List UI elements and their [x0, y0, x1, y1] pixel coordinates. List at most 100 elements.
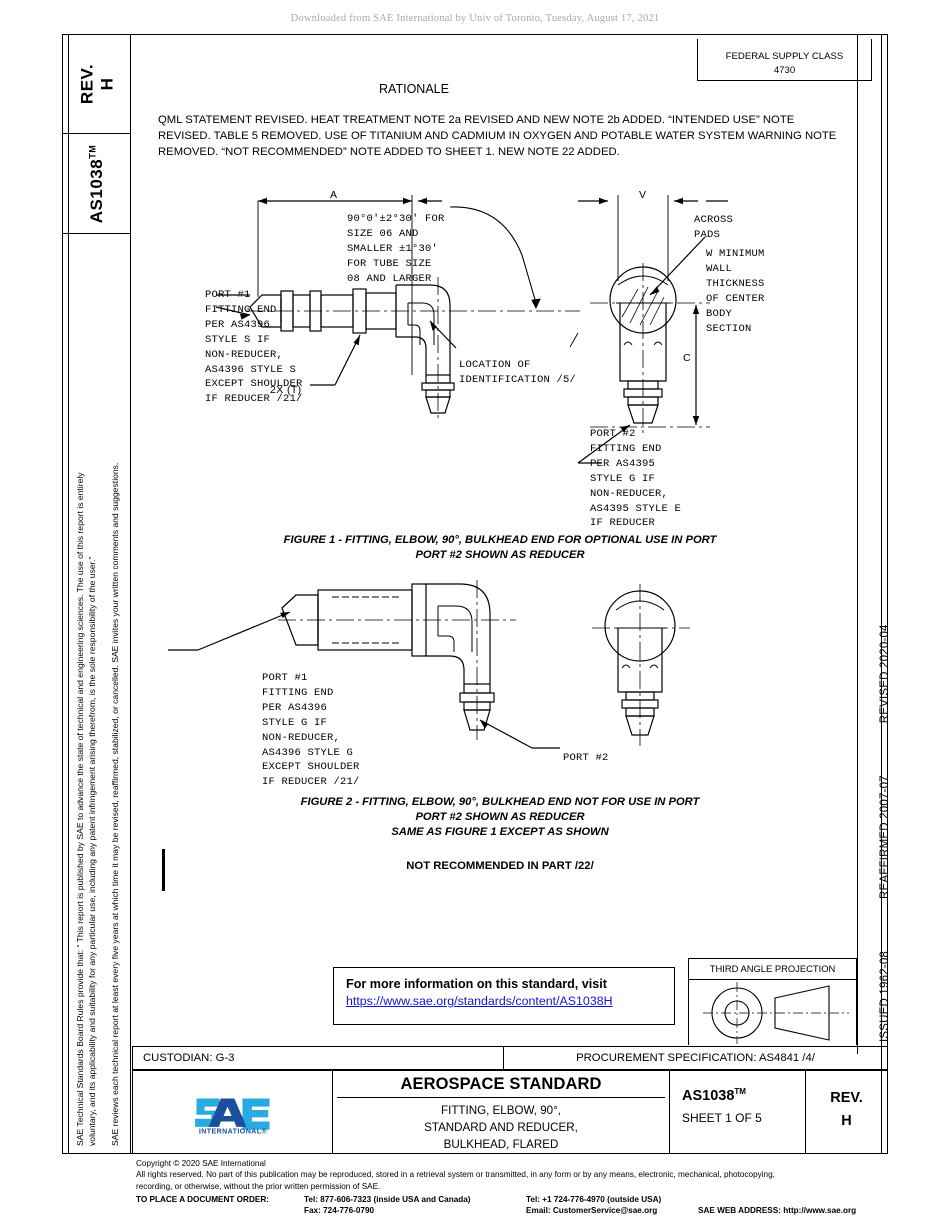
fig1-angle-note: 90°0'±2°30' FOR SIZE 06 AND SMALLER ±1°3…: [347, 212, 445, 287]
custodian-cell: CUSTODIAN: G-3: [132, 1046, 504, 1070]
fig1-port1-line: EXCEPT SHOULDER: [205, 378, 303, 391]
footer-order-label: TO PLACE A DOCUMENT ORDER:: [136, 1194, 269, 1204]
fig1-port1-line: AS4396 STYLE S: [205, 363, 297, 376]
sidebar-standard-text: AS1038TM: [87, 144, 107, 222]
fig1-port1-line: NON-REDUCER,: [205, 348, 284, 361]
figure-2-caption-line2: PORT #2 SHOWN AS REDUCER: [415, 811, 585, 824]
fig1-wall-line: BODY: [706, 307, 733, 320]
sidebar-rev-cell: REV. H: [63, 35, 131, 134]
fig1-port1-line: PER AS4396: [205, 318, 271, 331]
standard-number-tm: TM: [734, 1087, 746, 1096]
fig1-port2-line: IF REDUCER: [590, 517, 656, 530]
fig1-port1-line: FITTING END: [205, 303, 277, 316]
figure-2-caption-line3: SAME AS FIGURE 1 EXCEPT AS SHOWN: [391, 826, 609, 839]
figure-2-caption-line1: FIGURE 2 - FITTING, ELBOW, 90°, BULKHEAD…: [300, 796, 700, 808]
fig1-port2-line: AS4395 STYLE E: [590, 502, 682, 515]
federal-supply-class-label: FEDERAL SUPPLY CLASS: [725, 51, 844, 62]
figure-1-svg: A V C 2X (T): [215, 189, 728, 464]
figure-2-svg: [168, 580, 690, 749]
footer-tel-outside: Tel: +1 724-776-4970 (outside USA): [526, 1194, 662, 1204]
sae-logo-subtext: INTERNATIONAL®: [198, 1128, 267, 1135]
figure-1-caption: FIGURE 1 - FITTING, ELBOW, 90°, BULKHEAD…: [140, 533, 860, 563]
revision-value: H: [841, 1113, 852, 1130]
fig1-port2-line: PORT #2: [590, 428, 636, 440]
standard-subtitle: FITTING, ELBOW, 90°, STANDARD AND REDUCE…: [333, 1098, 669, 1153]
footer-copyright: Copyright © 2020 SAE International: [136, 1159, 266, 1168]
disclaimer-line-b: voluntary, and its applicability and sui…: [87, 556, 97, 1146]
fig1-port1-line: IF REDUCER /21/: [205, 393, 303, 406]
footer-tel-inside: Tel: 877-606-7323 (inside USA and Canada…: [304, 1194, 471, 1204]
procurement-specification-cell: PROCUREMENT SPECIFICATION: AS4841 /4/: [504, 1046, 888, 1070]
sae-logo: INTERNATIONAL®: [194, 1098, 270, 1135]
fig1-port2-line: PER AS4395: [590, 457, 656, 470]
sidebar-dates-cell: ISSUED 1962-08REAFFIRMED 2007-07REVISED …: [857, 34, 888, 1054]
fig2-port1-line: NON-REDUCER,: [262, 731, 341, 744]
footer: Copyright © 2020 SAE International All r…: [136, 1158, 896, 1221]
fig1-port1-note: PORT #1 FITTING END PER AS4396 STYLE S I…: [205, 288, 303, 407]
figure-1-drawing: A V C 2X (T): [150, 185, 850, 530]
fig1-angle-note-line: FOR TUBE SIZE: [347, 257, 432, 270]
fig1-angle-note-line: 90°0'±2°30' FOR: [347, 213, 445, 225]
fig1-port2-line: NON-REDUCER,: [590, 487, 669, 500]
standard-subtitle-line2: STANDARD AND REDUCER,: [424, 1120, 578, 1134]
fig1-angle-note-line: SMALLER ±1°30': [347, 242, 439, 255]
third-angle-projection-symbol: [703, 982, 849, 1044]
fig1-across-pads-line: ACROSS: [694, 214, 734, 226]
aerospace-standard-title: AEROSPACE STANDARD: [337, 1071, 665, 1098]
fig1-ident-line: IDENTIFICATION /5/: [459, 373, 577, 386]
date-reaffirmed: REAFFIRMED 2007-07: [879, 775, 888, 899]
footer-email: Email: CustomerService@sae.org: [526, 1205, 658, 1215]
fig1-wall-line: W MINIMUM: [706, 248, 765, 260]
footer-web-address: SAE WEB ADDRESS: http://www.sae.org: [698, 1205, 857, 1215]
figure-1-caption-line2: PORT #2 SHOWN AS REDUCER: [415, 549, 585, 562]
standard-number-value: AS1038: [682, 1087, 735, 1104]
sidebar-standard-tm: TM: [86, 144, 97, 159]
fig2-port1-line: STYLE G IF: [262, 716, 328, 729]
fig1-across-pads-note: ACROSS PADS: [694, 213, 733, 243]
date-issued: ISSUED 1962-08: [879, 950, 888, 1042]
fig2-port1-note: PORT #1 FITTING END PER AS4396 STYLE G I…: [262, 671, 360, 790]
sae-logo-cell: INTERNATIONAL®: [133, 1071, 333, 1153]
sidebar-rev-value: H: [96, 77, 116, 91]
fig1-wall-line: OF CENTER: [706, 292, 765, 305]
fig1-ident-line: LOCATION OF: [459, 359, 531, 371]
fig1-wall-line: WALL: [706, 262, 733, 275]
footer-order-block: TO PLACE A DOCUMENT ORDER: Tel: 877-606-…: [136, 1195, 896, 1221]
third-angle-projection-box: THIRD ANGLE PROJECTION: [688, 958, 857, 1045]
fig1-across-pads-line: PADS: [694, 228, 721, 241]
revision-label: REV.: [830, 1090, 863, 1106]
fig1-angle-note-line: 08 AND LARGER: [347, 272, 432, 285]
fig2-port1-line: PORT #1: [262, 672, 308, 684]
sidebar-standard-number: AS1038: [86, 158, 106, 223]
rationale-body: QML STATEMENT REVISED. HEAT TREATMENT NO…: [158, 114, 837, 159]
sidebar-dates-text: ISSUED 1962-08REAFFIRMED 2007-07REVISED …: [879, 624, 888, 1042]
footer-rights-line2: recording, or otherwise, without the pri…: [136, 1181, 381, 1191]
rationale-title: RATIONALE: [379, 82, 449, 96]
revision-cell: REV. H: [806, 1071, 887, 1153]
sidebar-disclaimer-cell: SAE Technical Standards Board Rules prov…: [63, 234, 131, 1154]
fig2-port1-line: EXCEPT SHOULDER: [262, 761, 360, 774]
fig2-port1-line: PER AS4396: [262, 701, 328, 714]
fig1-port2-note: PORT #2 FITTING END PER AS4395 STYLE G I…: [590, 427, 681, 531]
fig2-port1-line: AS4396 STYLE G: [262, 746, 354, 759]
fig2-port1-line: IF REDUCER /21/: [262, 776, 360, 789]
disclaimer-line-a: SAE Technical Standards Board Rules prov…: [75, 472, 85, 1146]
standard-subtitle-line3: BULKHEAD, FLARED: [443, 1137, 559, 1151]
fig1-port1-line: PORT #1: [205, 289, 251, 301]
dim-a-label: A: [330, 189, 337, 201]
figure-2-drawing: [150, 580, 770, 775]
title-block: INTERNATIONAL® AEROSPACE STANDARD FITTIN…: [132, 1070, 888, 1154]
standard-number: AS1038TM: [682, 1087, 805, 1104]
dim-c-label: C: [683, 352, 691, 364]
sheet-number: SHEET 1 OF 5: [682, 1110, 762, 1125]
disclaimer-line-c: SAE reviews each technical report at lea…: [110, 462, 120, 1146]
sidebar-rev-text: REV. H: [77, 64, 116, 104]
sidebar-rev-label: REV.: [76, 63, 96, 105]
more-information-label: For more information on this standard, v…: [346, 977, 607, 991]
standard-url-link[interactable]: https://www.sae.org/standards/content/AS…: [346, 994, 613, 1008]
more-information-box: For more information on this standard, v…: [333, 967, 675, 1025]
figure-2-caption: FIGURE 2 - FITTING, ELBOW, 90°, BULKHEAD…: [140, 795, 860, 840]
footer-rights-line1: All rights reserved. No part of this pub…: [136, 1170, 775, 1180]
fig1-angle-note-line: SIZE 06 AND: [347, 227, 419, 240]
download-banner: Downloaded from SAE International by Uni…: [290, 13, 660, 24]
